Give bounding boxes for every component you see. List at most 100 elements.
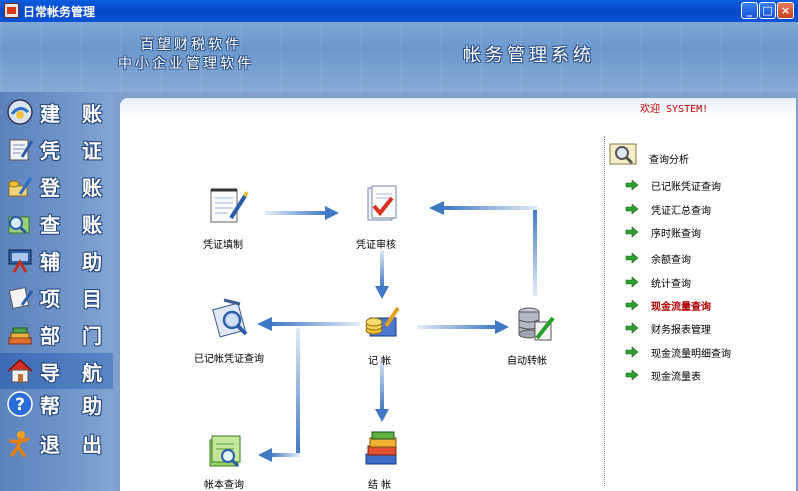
sidebar-item-department[interactable]: 部门: [0, 316, 113, 352]
check-ledger-icon: [8, 216, 30, 235]
arrow-post-to-ledger-query: [258, 328, 300, 462]
window-title: 日常帐务管理: [23, 5, 96, 19]
maximize-button[interactable]: □: [759, 2, 776, 19]
minimize-button[interactable]: _: [741, 2, 758, 19]
flow-label: 记 帐: [368, 356, 392, 367]
query-item-statistics[interactable]: 统计查询: [625, 274, 795, 290]
sidebar-item-check-ledger[interactable]: 查账: [0, 205, 113, 241]
window-title-bar[interactable]: 日常帐务管理 _ □ ×: [0, 0, 798, 22]
maximize-icon: □: [762, 4, 773, 17]
close-button[interactable]: ×: [777, 2, 794, 19]
sidebar-item-label: 导航: [40, 361, 124, 385]
sidebar-item-label: 建账: [40, 102, 124, 126]
query-item-label: 已记账凭证查询: [651, 182, 721, 193]
flow-label: 凭证审核: [356, 240, 396, 251]
flow-label: 自动转帐: [507, 356, 547, 367]
query-item-voucher-summary[interactable]: 凭证汇总查询: [625, 201, 795, 217]
flow-voucher-entry[interactable]: 凭证填制: [200, 184, 260, 254]
close-ledger-icon: [365, 431, 397, 465]
query-analysis-icon: [609, 143, 637, 165]
home-icon: [7, 358, 33, 383]
post-icon: [365, 306, 400, 337]
post-ledger-icon: [8, 177, 33, 197]
ledger-query-icon: [209, 435, 241, 468]
green-arrow-icon: [625, 299, 639, 311]
voucher-icon: [9, 139, 34, 161]
sidebar-item-exit[interactable]: 退出: [0, 425, 113, 461]
query-item-label: 余额查询: [651, 255, 691, 266]
arrow-post-to-posted-query: [257, 317, 360, 331]
green-arrow-icon: [625, 276, 639, 288]
green-arrow-icon: [625, 322, 639, 334]
green-arrow-icon: [625, 369, 639, 381]
svg-text:?: ?: [15, 395, 25, 415]
flow-label: 结 帐: [368, 480, 392, 491]
flow-arrows: [257, 201, 537, 462]
sidebar-item-create-account[interactable]: 建账: [0, 94, 113, 130]
exit-icon: [9, 431, 30, 457]
sidebar-item-post-ledger[interactable]: 登账: [0, 168, 113, 204]
system-title: 帐务管理系统: [463, 45, 595, 66]
voucher-audit-icon: [367, 185, 397, 221]
voucher-entry-icon: [210, 188, 249, 223]
tools-icon: [8, 249, 32, 273]
flow-post[interactable]: 记 帐: [352, 302, 412, 372]
content-panel: 欢迎 SYSTEM!: [120, 98, 796, 491]
sidebar-item-label: 部门: [40, 324, 124, 348]
sidebar-item-project[interactable]: 项目: [0, 279, 113, 315]
auto-transfer-icon: [518, 307, 555, 341]
query-item-label: 凭证汇总查询: [651, 206, 711, 217]
flow-posted-voucher-query[interactable]: 已记帐凭证查询: [190, 296, 280, 366]
arrow-post-to-transfer: [417, 320, 509, 334]
sidebar-item-label: 项目: [40, 287, 124, 311]
minimize-icon: _: [746, 4, 753, 17]
arrow-transfer-to-audit: [429, 201, 537, 296]
query-item-cash-flow[interactable]: 现金流量查询: [625, 297, 795, 313]
query-item-cash-flow-statement[interactable]: 现金流量表: [625, 367, 795, 383]
project-icon: [8, 286, 34, 310]
sidebar-item-tools[interactable]: 辅助: [0, 242, 113, 278]
flow-close[interactable]: 结 帐: [352, 430, 412, 491]
brand-name: 百望财税软件: [140, 37, 242, 53]
sidebar-item-voucher[interactable]: 凭证: [0, 131, 113, 167]
query-item-posted-voucher[interactable]: 已记账凭证查询: [625, 177, 795, 193]
green-arrow-icon: [625, 203, 639, 215]
green-arrow-icon: [625, 226, 639, 238]
flow-voucher-audit[interactable]: 凭证审核: [352, 182, 412, 252]
sidebar-item-help[interactable]: ? 帮助: [0, 386, 113, 422]
flow-auto-transfer[interactable]: 自动转帐: [505, 302, 565, 372]
posted-voucher-query-icon: [212, 298, 248, 338]
query-item-financial-reports[interactable]: 财务报表管理: [625, 320, 795, 336]
welcome-text: 欢迎 SYSTEM!: [640, 104, 709, 115]
sidebar: 建账 凭证 登账 查账 辅助: [0, 92, 113, 491]
sidebar-item-navigation[interactable]: 导航: [0, 353, 113, 389]
flow-ledger-query[interactable]: 帐本查询: [198, 430, 258, 491]
create-account-icon: [7, 99, 33, 125]
brand-subtitle: 中小企业管理软件: [118, 56, 254, 72]
query-item-label: 现金流量表: [651, 372, 701, 383]
sidebar-item-label: 辅助: [40, 250, 124, 274]
query-item-label: 现金流量明细查询: [651, 349, 731, 360]
department-icon: [8, 327, 32, 345]
sidebar-item-label: 查账: [40, 213, 124, 237]
sidebar-item-label: 退出: [40, 433, 124, 457]
query-item-label: 财务报表管理: [651, 325, 711, 336]
query-item-label: 序时账查询: [651, 229, 701, 240]
flow-label: 凭证填制: [203, 240, 243, 251]
header-banner: 百望财税软件 中小企业管理软件 帐务管理系统: [0, 22, 798, 92]
arrow-post-to-close: [375, 356, 389, 422]
query-item-label: 统计查询: [651, 279, 691, 290]
green-arrow-icon: [625, 252, 639, 264]
query-item-label: 现金流量查询: [651, 302, 711, 313]
sidebar-item-label: 帮助: [40, 394, 124, 418]
green-arrow-icon: [625, 346, 639, 358]
close-icon: ×: [780, 4, 791, 17]
query-item-cash-flow-detail[interactable]: 现金流量明细查询: [625, 344, 795, 360]
query-item-balance[interactable]: 余额查询: [625, 250, 795, 266]
app-icon: [4, 3, 19, 18]
arrow-audit-to-post: [375, 250, 389, 299]
green-arrow-icon: [625, 179, 639, 191]
arrow-entry-to-audit: [265, 206, 339, 220]
query-item-journal[interactable]: 序时账查询: [625, 224, 795, 240]
sidebar-item-label: 凭证: [40, 139, 124, 163]
